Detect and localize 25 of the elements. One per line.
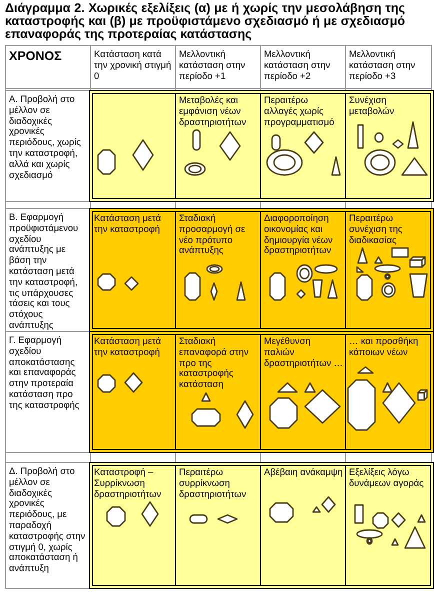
cell-text: Περαιτέρω συνέχιση της διαδικασίας: [349, 213, 404, 246]
column-header: Κατάσταση κατά την χρονική στιγμή 0: [94, 49, 172, 82]
row-header: Β. Εφαρμογή προϋφιστάμενου σχεδίου ανάπτυξης με βάση την κατάσταση μετά την καταστροφή, τις υπάρχουσες τάσεις και τους στόχους ανάπτυξης: [9, 212, 80, 331]
cell-text: Καταστροφή – Συρρίκνωση δραστηριοτήτων: [94, 467, 162, 500]
cell-text: Διαφοροποίηση οικονομίας και δημιουργία νέων δραστηριοτήτων: [264, 213, 334, 256]
row-header: Α. Προβολή στο μέλλον σε διαδοχικές χρονικές περιόδους, χωρίς την καταστροφή, αλλά και χωρίς σχεδιασμό: [9, 94, 82, 180]
column-header: Μελλοντική κατάσταση στην περίοδο +1: [179, 49, 246, 82]
cell-text: Κατάσταση μετά την καταστροφή: [94, 336, 162, 358]
cell-text: Μεγέθυνση παλιών δραστηριοτήτων …: [264, 336, 343, 368]
cell-text: Σταδιακή προσαρμογή σε νέο πρότυπο ανάπτυξης: [179, 213, 246, 256]
cell-text: Σταδιακή επαναφορά στην προ της καταστροφής κατάσταση: [179, 336, 250, 390]
column-header: ΧΡΟΝΟΣ: [9, 49, 63, 63]
cell-text: Αβέβαιη ανάκαμψη: [264, 467, 343, 478]
cell-text: Μεταβολές και εμφάνιση νέων δραστηριοτήτων: [179, 95, 248, 128]
column-header: Μελλοντική κατάσταση στην περίοδο +2: [264, 49, 332, 82]
diagram-title: Διάγραμμα 2. Χωρικές εξελίξεις (α) με ή χωρίς την μεσολάβηση της καταστροφής και (β) με προϋφιστάμενο σχεδιασμό ή με σχεδιασμό επαναφοράς της προτεραίας κατάστασης: [5, 2, 405, 41]
row-header: Γ. Εφαρμογή σχεδίου αποκατάστασης και επαναφοράς στην προτεραία κατάσταση προ της καταστροφής: [9, 335, 80, 411]
cell-text: Περαιτέρω συρρίκνωση δραστηριοτήτων: [179, 467, 248, 500]
cell-text: … και προσθήκη κάποιων νέων: [349, 336, 420, 358]
cell-text: Κατάσταση μετά την καταστροφή: [94, 213, 162, 235]
column-header: Μελλοντική κατάσταση στην περίοδο +3: [349, 49, 416, 82]
cell-text: Συνέχιση μεταβολών: [349, 95, 396, 117]
row-header: Δ. Προβολή στο μέλλον σε διαδοχικές χρονικές περιόδους, με παραδοχή καταστροφής στην στιγμή 0, χωρίς αποκατάσταση ή ανάπτυξη: [9, 466, 86, 574]
cell-text: Περαιτέρω αλλαγές χωρίς προγραμματισμό: [264, 95, 336, 128]
cell-text: Εξελίξεις λόγω δυνάμεων αγοράς: [349, 467, 425, 489]
